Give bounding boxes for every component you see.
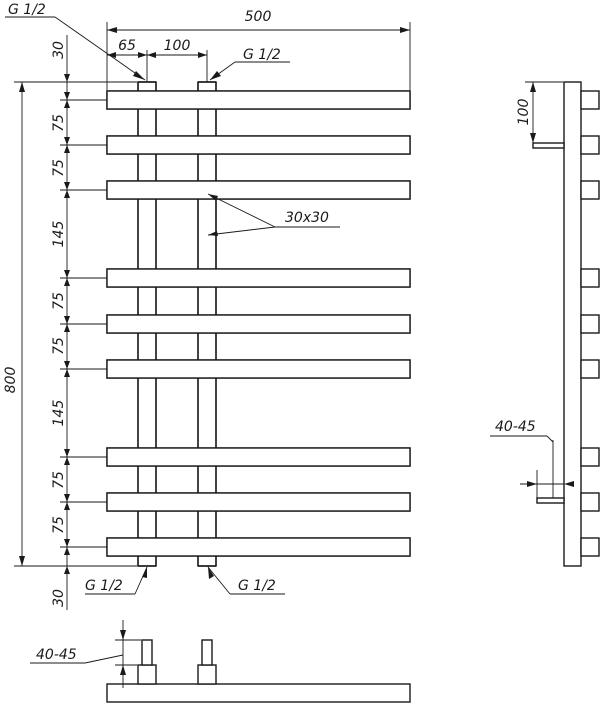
bottom-right-nipple [201, 639, 213, 666]
dim-offsets: 65 100 [107, 38, 208, 82]
spacing-label-8: 75 [51, 516, 67, 534]
thread-bottom-left-label: G 1/2 [85, 578, 123, 594]
side-dim-wall-gap: 40-45 [490, 419, 574, 498]
thread-bottom-right: G 1/2 [207, 566, 285, 595]
dim-spacing-chain: 30 75 75 145 75 75 145 75 75 30 [51, 35, 107, 610]
side-bar-ends [580, 90, 600, 557]
bottom-bar [106, 683, 411, 703]
bottom-gap-label: 30 [51, 589, 67, 607]
thread-top-right: G 1/2 [209, 47, 290, 81]
bottom-view: 40-45 [30, 620, 411, 703]
pipe-segments [106, 81, 411, 567]
thread-top-left: G 1/2 [5, 2, 146, 81]
bottom-dim-wall-gap: 40-45 [30, 620, 141, 688]
thread-bottom-right-label: G 1/2 [238, 578, 276, 594]
side-view: 100 40-45 [490, 81, 600, 567]
spacing-label-6: 145 [51, 400, 67, 427]
spacing-label-2: 75 [51, 159, 67, 177]
side-wall-gap-label: 40-45 [495, 419, 536, 435]
dim-width-total: 500 [106, 9, 411, 90]
width-total-label: 500 [245, 9, 272, 25]
side-top-bracket [532, 142, 565, 149]
spacing-label-5: 75 [51, 337, 67, 355]
dim-height-total: 800 [3, 81, 137, 567]
offset-left-label: 65 [118, 38, 136, 54]
bottom-right-body [197, 664, 217, 685]
section-label: 30x30 [285, 210, 329, 226]
section-callout: 30x30 [207, 193, 340, 236]
bottom-left-body [137, 664, 157, 685]
side-vertical-pipe [563, 81, 582, 567]
bottom-left-nipple [141, 639, 153, 666]
height-total-label: 800 [3, 367, 19, 394]
spacing-label-3: 145 [51, 221, 67, 248]
side-bottom-bracket [536, 497, 565, 504]
side-top-offset-label: 100 [516, 99, 532, 126]
spacing-label-7: 75 [51, 471, 67, 489]
thread-bottom-left: G 1/2 [85, 566, 148, 595]
thread-top-right-label: G 1/2 [243, 47, 281, 63]
spacing-label-1: 75 [51, 114, 67, 132]
front-view: 500 65 100 G 1/2 G 1/2 [3, 2, 411, 610]
top-gap-label: 30 [51, 41, 67, 59]
spacing-label-4: 75 [51, 292, 67, 310]
pipe-spacing-label: 100 [164, 38, 191, 54]
thread-top-left-label: G 1/2 [8, 2, 46, 18]
bottom-wall-gap-label: 40-45 [36, 647, 77, 663]
side-dim-top-offset: 100 [516, 81, 563, 143]
